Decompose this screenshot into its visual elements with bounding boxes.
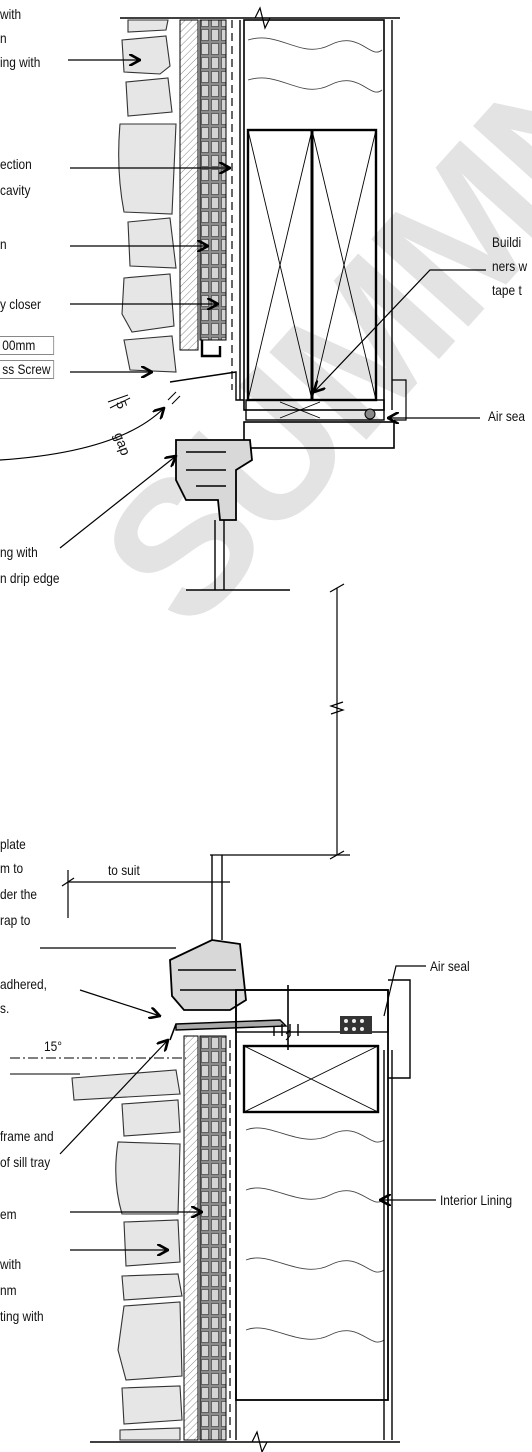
label-n-drip-edge: n drip edge xyxy=(0,570,60,586)
label-em: em xyxy=(0,1206,17,1222)
label-angle: 15° xyxy=(44,1038,62,1054)
label-y-closer: y closer xyxy=(0,296,41,312)
stone-cladding-bottom xyxy=(71,1069,183,1441)
label-m-to: m to xyxy=(0,860,24,876)
label-adhered: adhered, xyxy=(0,976,47,992)
label-ners-w: ners w xyxy=(492,258,528,274)
label-plate: plate xyxy=(0,836,26,852)
label-ing-with: ing with xyxy=(0,54,41,70)
cavity-cells-bottom xyxy=(199,1035,227,1441)
window-head-profile xyxy=(175,439,253,521)
label-ection: ection xyxy=(0,156,32,172)
head-detail xyxy=(107,6,407,591)
stone-cladding-top xyxy=(118,19,177,373)
label-of-sill-tray: of sill tray xyxy=(0,1154,51,1170)
label-rap-to: rap to xyxy=(0,912,31,928)
cavity-board-top xyxy=(179,19,199,351)
sill-detail xyxy=(10,855,411,1452)
height-break-dim xyxy=(210,583,350,860)
label-cavity: cavity xyxy=(0,182,31,198)
label-frame-and: frame and xyxy=(0,1128,54,1144)
label-s: s. xyxy=(0,1000,10,1016)
frame-top xyxy=(243,19,385,411)
label-ss-screw: ss Screw xyxy=(0,360,55,379)
label-air-seal: Air seal xyxy=(430,958,470,974)
window-sill-profile xyxy=(169,939,247,1011)
leader-lines xyxy=(0,60,486,1250)
cavity-board-bottom xyxy=(183,1035,199,1441)
label-air-sea: Air sea xyxy=(488,408,526,424)
label-der-the: der the xyxy=(0,886,38,902)
label-tape-t: tape t xyxy=(492,282,522,298)
label-with-1: with xyxy=(0,6,22,22)
label-n-2: n xyxy=(0,236,7,252)
label-00mm: 00mm xyxy=(0,336,55,355)
frame-bottom xyxy=(235,989,389,1401)
label-nm: nm xyxy=(0,1282,17,1298)
label-interior-lining: Interior Lining xyxy=(440,1192,513,1208)
label-ting-with: ting with xyxy=(0,1308,44,1324)
label-ng-with: ng with xyxy=(0,544,38,560)
label-n-1: n xyxy=(0,30,7,46)
cavity-cells-top xyxy=(199,19,227,341)
label-with-2: with xyxy=(0,1256,22,1272)
label-buildi: Buildi xyxy=(492,234,522,250)
label-to-suit: to suit xyxy=(108,862,140,878)
